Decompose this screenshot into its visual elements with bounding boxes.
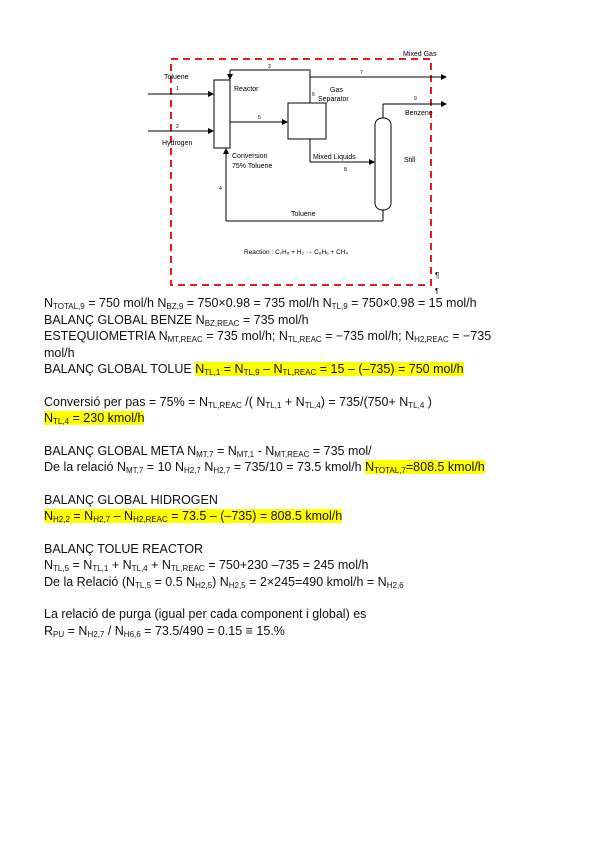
line-global-benzene: BALANÇ GLOBAL BENZE NBZ,REAC = 735 mol/h (44, 312, 309, 328)
process-flow-diagram: Mixed Gas Toluene Hydrogen Reactor Gas S… (148, 51, 447, 295)
highlight-total-7: NTOTAL,7=808.5 kmol/h (365, 460, 485, 475)
line-global-toluene: BALANÇ GLOBAL TOLUE NTL,1 = NTL,9 – NTL,… (44, 362, 464, 377)
stream-number: 7 (360, 70, 363, 76)
label-conversion-pct: 75% Toluene (232, 163, 272, 170)
line-stoichiometry: ESTEQUIOMETRIA NMT,REAC = 735 mol/h; NTL… (44, 329, 492, 344)
label-reactor: Reactor (234, 86, 259, 93)
line-toluene-reactor: NTL,5 = NTL,1 + NTL,4 + NTL,REAC = 750+2… (44, 558, 369, 573)
label-still: Still (404, 157, 416, 164)
stream-number: 8 (344, 167, 347, 173)
stream-number: 5 (258, 115, 261, 121)
label-reaction: Reaction : C₇H₈ + H₂ → C₆H₆ + CH₄ (244, 249, 349, 256)
pilcrow-mark: ¶ (435, 271, 439, 280)
stream-number: 2 (176, 124, 179, 130)
line-methane-relation: De la relació NMT,7 = 10 NH2,7 NH2,7 = 7… (44, 460, 485, 475)
gas-separator (287, 102, 327, 140)
line-toluene-reactor-title: BALANÇ TOLUE REACTOR (44, 541, 204, 556)
stream-number: 9 (414, 96, 417, 102)
line-hydrogen-relation: De la Relació (NTL,5 = 0.5 NH2,5) NH2,5 … (44, 574, 404, 590)
stream-number: 3 (268, 64, 271, 70)
calculation-text: NTOTAL,9 = 750 mol/h NBZ,9 = 750×0.98 = … (44, 295, 574, 639)
line-purge-title: La relació de purga (igual per cada comp… (44, 607, 367, 621)
line-toluene-recycle: NTL,4 = 230 kmol/h (44, 410, 574, 427)
still-column (374, 117, 392, 211)
label-hydrogen: Hydrogen (162, 140, 192, 147)
label-gas-separator-2: Separator (318, 96, 349, 103)
line-global-methane: BALANÇ GLOBAL META NMT,7 = NMT,1 - NMT,R… (44, 443, 372, 459)
line-purge-ratio: RPU = NH2,7 / NH6,6 = 73.5/490 = 0.15 ≡ … (44, 623, 285, 639)
system-boundary (170, 58, 432, 286)
line-global-hydrogen-title: BALANÇ GLOBAL HIDROGEN (44, 492, 218, 507)
stream-number: 6 (312, 92, 315, 98)
highlight-toluene-recycle: NTL,4 = 230 kmol/h (44, 411, 145, 426)
label-mixed-liquids: Mixed Liquids (313, 154, 356, 161)
line-conversion: Conversió per pas = 75% = NTL,REAC /( NT… (44, 394, 432, 410)
stream-number: 4 (219, 186, 222, 192)
label-toluene-recycle: Toluene (291, 211, 316, 218)
stream-number: 1 (176, 86, 179, 92)
line-global-hydrogen: NH2,2 = NH2,7 – NH2,REAC = 73.5 – (–735)… (44, 508, 574, 525)
highlight-toluene-balance: NTL,1 = NTL,9 – NTL,REAC = 15 – (–735) =… (195, 362, 464, 377)
highlight-hydrogen-balance: NH2,2 = NH2,7 – NH2,REAC = 73.5 – (–735)… (44, 509, 343, 524)
line-stoichiometry-unit: mol/h (44, 345, 75, 360)
pilcrow-mark: ¶ (435, 288, 439, 295)
reactor-vessel (213, 79, 231, 149)
label-mixed-gas: Mixed Gas (403, 51, 437, 58)
line-totals-9: NTOTAL,9 = 750 mol/h NBZ,9 = 750×0.98 = … (44, 296, 477, 311)
label-gas-separator-1: Gas (330, 87, 343, 94)
label-conversion: Conversion (232, 153, 268, 160)
label-toluene-feed: Toluene (164, 74, 189, 81)
label-benzene: Benzene (405, 110, 433, 117)
